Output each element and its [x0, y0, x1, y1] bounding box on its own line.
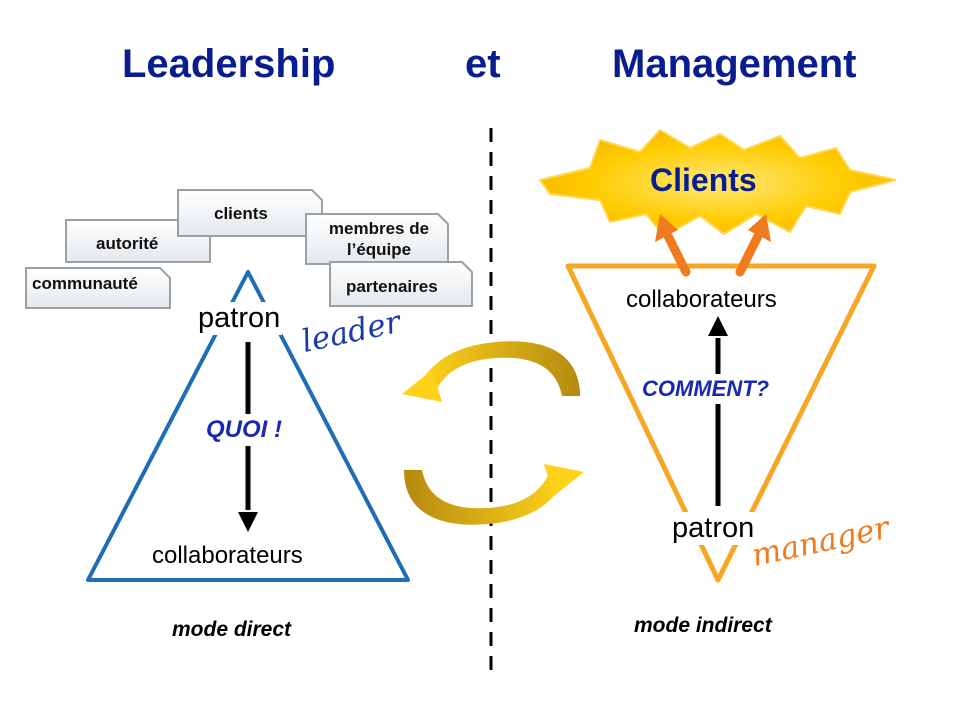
cycle-arrow-bottom-head	[544, 464, 584, 496]
right-top-label: collaborateurs	[626, 286, 777, 313]
management-triangle	[565, 263, 877, 583]
tag-label-membres: membres de l’équipe	[328, 219, 430, 259]
cycle-arrow-top	[420, 341, 580, 396]
right-bottom-label: patron	[670, 512, 757, 545]
right-mode-label: mode indirect	[634, 614, 772, 637]
title-et: et	[465, 42, 501, 86]
tag-label-partenaires: partenaires	[346, 277, 438, 296]
tag-partenaires	[329, 261, 473, 307]
tag-label-communaute: communauté	[32, 274, 138, 293]
right-action-label: COMMENT?	[640, 374, 772, 404]
orange-arrow-right-head	[748, 214, 771, 242]
left-bottom-label: collaborateurs	[152, 542, 303, 569]
left-top-label: patron	[196, 302, 283, 335]
up-arrow-head	[708, 316, 728, 336]
cycle-arrow-top-head	[402, 370, 442, 402]
left-mode-label: mode direct	[172, 618, 292, 641]
orange-arrow-left	[663, 231, 691, 277]
orange-arrow-left-head	[655, 214, 678, 242]
clients-label: Clients	[650, 162, 757, 198]
title-management: Management	[612, 42, 857, 86]
orange-arrow-right	[735, 231, 763, 277]
left-action-label: QUOI !	[202, 414, 286, 446]
cycle-arrow-bottom	[404, 470, 564, 525]
clients-burst	[538, 128, 897, 238]
tag-label-autorite: autorité	[96, 234, 159, 253]
tag-communaute	[25, 267, 171, 309]
tag-label-clients: clients	[214, 204, 268, 223]
tag-membres	[305, 213, 449, 265]
down-arrow-head	[238, 512, 258, 532]
title-leadership: Leadership	[122, 42, 336, 86]
